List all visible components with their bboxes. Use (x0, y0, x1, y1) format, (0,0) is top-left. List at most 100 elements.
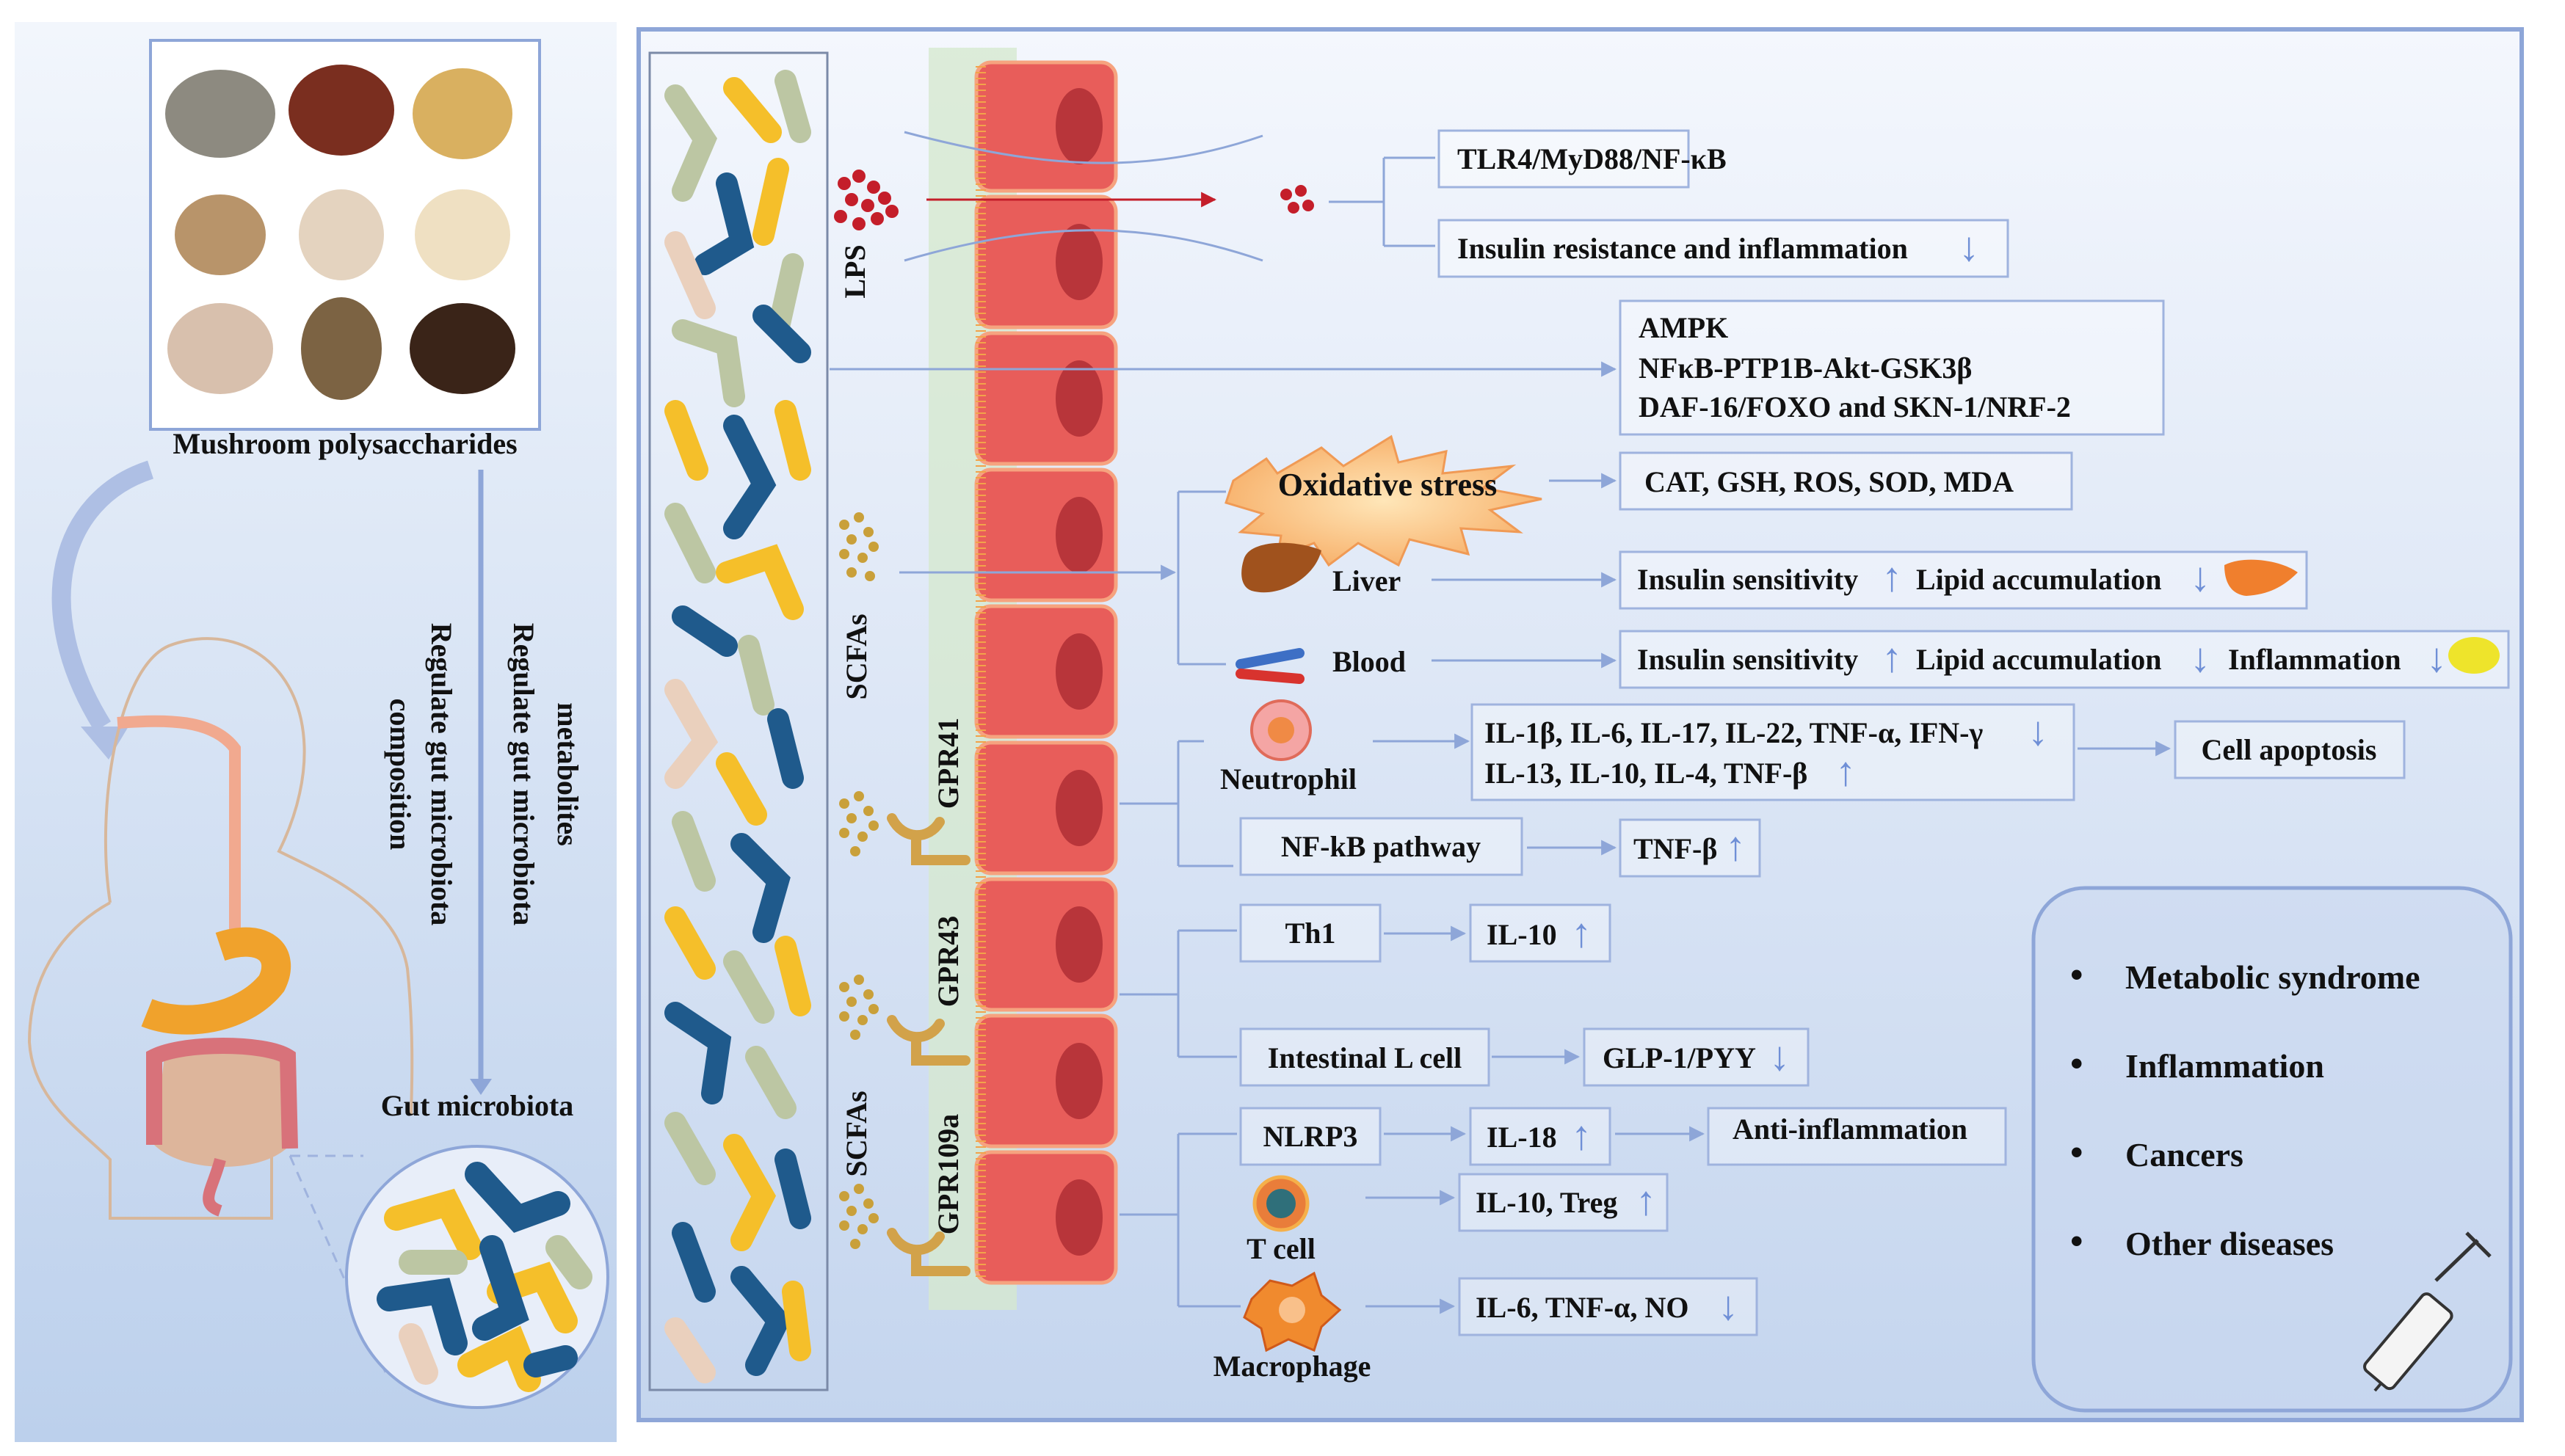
neutrophil-nucleus (1268, 717, 1294, 743)
arrow-text-metabolites-line2: metabolites (551, 702, 584, 846)
macrophage-label: Macrophage (1213, 1350, 1371, 1383)
gpr109a-receptor-icon (887, 1228, 971, 1276)
mushroom-image (165, 70, 275, 158)
mushroom-image (415, 189, 510, 280)
gpr43-label: GPR43 (932, 916, 965, 1007)
il10-treg-box (1458, 1173, 1669, 1232)
up-arrow-icon: ↑ (1571, 1113, 1592, 1159)
branch-connector (1177, 740, 1233, 867)
mushroom-image (167, 303, 273, 394)
up-arrow-icon: ↑ (1725, 824, 1746, 870)
blood-lipid-text: Lipid accumulation (1916, 643, 2162, 676)
liver-effect-box (1619, 550, 2308, 610)
gpr109a-label: GPR109a (932, 1114, 965, 1234)
scfa-dots (839, 1184, 879, 1249)
t-cell-label: T cell (1247, 1232, 1316, 1265)
down-arrow-icon: ↓ (2190, 555, 2210, 600)
blood-effect-box (1619, 630, 2510, 689)
disease-item: Inflammation (2125, 1047, 2324, 1085)
insulin-resistance-text: Insulin resistance and inflammation (1457, 232, 1908, 265)
diseases-box (2031, 886, 2513, 1413)
insulin-resistance-box (1437, 219, 2009, 278)
up-arrow-icon: ↑ (1636, 1179, 1656, 1224)
tight-junction-curve (904, 229, 1263, 262)
glp1-box (1583, 1027, 1810, 1087)
blood-label: Blood (1332, 645, 1406, 678)
il10-text: IL-10 (1487, 918, 1557, 951)
lps-label: LPS (838, 244, 871, 298)
mushroom-image (289, 65, 394, 156)
blood-inflammation-text: Inflammation (2228, 643, 2401, 676)
colon (146, 1038, 298, 1149)
up-arrow-icon: ↑ (1882, 636, 1902, 681)
antioxidant-text: CAT, GSH, ROS, SOD, MDA (1644, 465, 2014, 498)
stomach (141, 927, 291, 1035)
bullet: • (2070, 1132, 2083, 1173)
glp1-text: GLP-1/PYY (1603, 1041, 1756, 1074)
cytokine-box (1470, 703, 2075, 801)
mushroom-photo-grid (149, 39, 541, 431)
gpr41-receptor-icon (887, 813, 971, 865)
il6-box (1458, 1277, 1758, 1336)
down-arrow-icon: ↓ (2426, 636, 2447, 681)
anti-inflammation-box (1707, 1107, 2007, 1166)
disease-item: Metabolic syndrome (2125, 958, 2420, 996)
t-cell-nucleus (1266, 1189, 1296, 1218)
down-arrow-icon: ↓ (2190, 636, 2210, 681)
lumen-bacteria-strip (648, 51, 829, 1391)
oxidative-stress-text: Oxidative stress (1278, 467, 1498, 503)
tlr4-text: TLR4/MyD88/NF-κB (1457, 142, 1727, 175)
arrow-text-composition-line2: composition (384, 699, 417, 851)
liver-label: Liver (1332, 564, 1401, 597)
th1-text: Th1 (1285, 917, 1336, 950)
ampk-line3: DAF-16/FOXO and SKN-1/NRF-2 (1639, 390, 2071, 423)
mushroom-image (410, 303, 515, 394)
nfkb-text: NF-kB pathway (1281, 830, 1481, 863)
scfas-label-top: SCFAs (840, 614, 873, 699)
mushroom-image (301, 297, 382, 400)
ampk-line1: AMPK (1639, 311, 1728, 344)
curved-arrow (51, 460, 154, 732)
branch-connector (1177, 490, 1226, 666)
bullet: • (2070, 1220, 2083, 1262)
cytokines-down-text: IL-1β, IL-6, IL-17, IL-22, TNF-α, IFN-γ (1484, 716, 1983, 749)
disease-item: Cancers (2125, 1136, 2243, 1173)
up-arrow-icon: ↑ (1835, 749, 1856, 795)
branch-connector (1177, 929, 1237, 1058)
th1-box (1239, 903, 1382, 963)
cell-apoptosis-box (2174, 720, 2406, 779)
liver-icon (1241, 542, 1321, 593)
mushroom-image (175, 194, 266, 275)
il10-treg-text: IL-10, Treg (1476, 1186, 1617, 1219)
bullet: • (2070, 954, 2083, 995)
down-arrow-icon: ↓ (2028, 709, 2048, 754)
blood-insulin-text: Insulin sensitivity (1637, 643, 1858, 676)
scfa-dots (839, 975, 879, 1040)
gpr41-label: GPR41 (932, 718, 965, 809)
branch-connector (1177, 1132, 1241, 1308)
neutrophil-label: Neutrophil (1220, 762, 1357, 796)
scfa-dots (839, 512, 879, 581)
nfkb-box (1239, 817, 1523, 876)
cell-apoptosis-text: Cell apoptosis (2202, 733, 2377, 766)
ampk-line2: NFκB-PTP1B-Akt-GSK3β (1639, 352, 1972, 385)
gut-microbiota-circle (345, 1145, 609, 1409)
arrow-text-composition-line1: Regulate gut microbiota (425, 623, 458, 926)
nlrp3-text: NLRP3 (1263, 1120, 1358, 1153)
mushroom-polysaccharides-label: Mushroom polysaccharides (173, 427, 517, 460)
down-arrow-icon: ↓ (1769, 1034, 1790, 1080)
tight-junction-curve (904, 131, 1263, 164)
cytokines-up-text: IL-13, IL-10, IL-4, TNF-β (1484, 757, 1807, 790)
liver-lipid-text: Lipid accumulation (1916, 563, 2162, 596)
scfa-dots (839, 791, 879, 856)
lps-dots (834, 170, 899, 230)
blood-vessel-icon (1236, 648, 1305, 684)
fat-cell-icon (2448, 637, 2500, 674)
branch-connector (1329, 156, 1435, 247)
gpr43-receptor-icon (887, 1015, 971, 1066)
human-body-illustration (27, 637, 414, 1220)
lps-dots-translocated (1280, 185, 1314, 214)
tlr4-box (1437, 129, 1690, 189)
